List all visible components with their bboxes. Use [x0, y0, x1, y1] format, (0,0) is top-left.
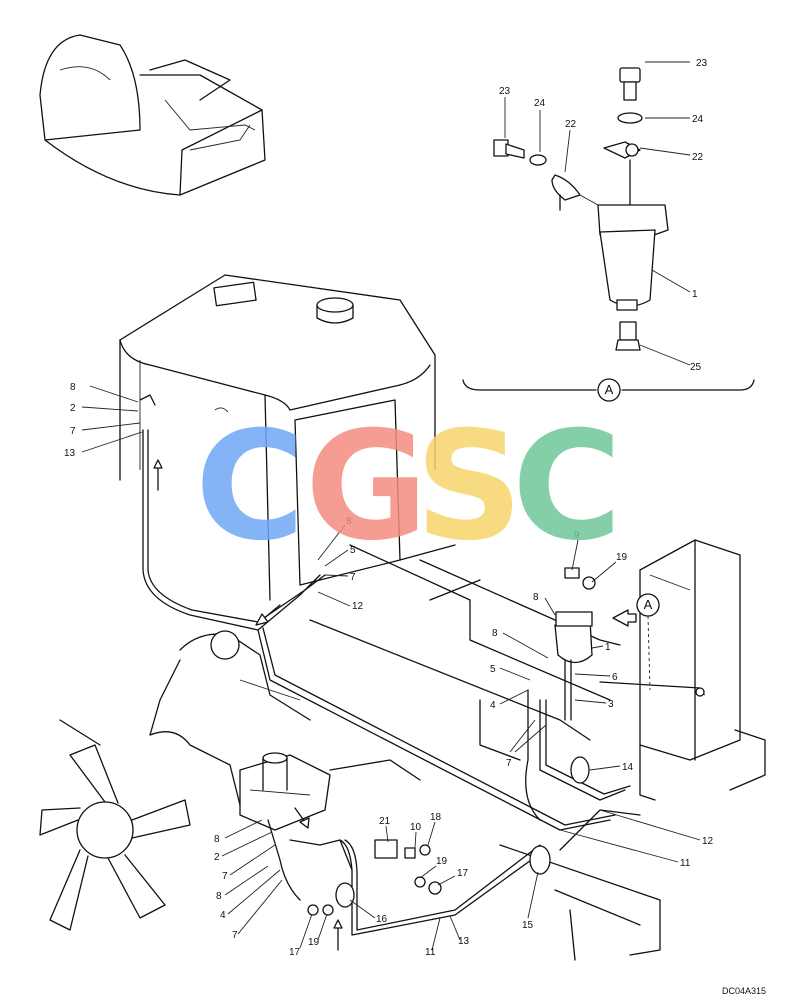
- callout-8-tank-outlet: 8: [346, 516, 352, 527]
- callout-7-pump-lower: 7: [232, 930, 238, 941]
- callout-9: 9: [574, 530, 580, 541]
- callout-25-detail: 25: [690, 362, 702, 373]
- cooling-fan: [39, 719, 191, 931]
- callout-15: 15: [522, 920, 534, 931]
- callout-22-left: 22: [565, 119, 577, 130]
- detail-a-filter: [493, 67, 669, 351]
- callout-11-frame: 11: [680, 858, 691, 869]
- callout-8-tank: 8: [70, 382, 76, 393]
- watermark-logo: C G S C: [195, 400, 622, 574]
- hose-clamps: [307, 756, 590, 916]
- callout-7-tank: 7: [70, 426, 76, 437]
- callout-22-top-right: 22: [692, 152, 704, 163]
- callout-24-left: 24: [534, 98, 546, 109]
- drawing-code: DC04A315: [722, 986, 766, 996]
- callout-13-tank: 13: [64, 448, 76, 459]
- callout-23-left: 23: [499, 86, 511, 97]
- callout-7-pump: 7: [222, 871, 228, 882]
- frame-fuel-filter: [554, 567, 705, 721]
- frame-chassis: [309, 544, 661, 961]
- callout-5-filter: 5: [490, 664, 496, 675]
- leader-lines: [81, 61, 701, 951]
- callouts-pump: 8 2 7 8 4 7 21 10 18 19 17 16 17 19 11 1…: [214, 812, 534, 958]
- callout-8-filter-top: 8: [533, 592, 539, 603]
- watermark-letter-s: S: [415, 400, 523, 574]
- watermark-letter-c2: C: [512, 400, 622, 574]
- flow-arrows: [153, 459, 637, 951]
- callout-11-lower: 11: [425, 947, 436, 958]
- callout-10: 10: [410, 822, 422, 833]
- callout-24-top-right: 24: [692, 114, 704, 125]
- callout-13-lower: 13: [458, 936, 470, 947]
- side-panel: [639, 539, 766, 801]
- detail-a-label: A: [605, 382, 614, 397]
- callout-23-top-right: 23: [696, 58, 708, 69]
- callout-18: 18: [430, 812, 442, 823]
- callout-3-filter: 3: [608, 699, 614, 710]
- watermark-letter-c1: C: [195, 400, 305, 574]
- injection-pump: [239, 752, 331, 831]
- callout-14: 14: [622, 762, 634, 773]
- callouts-tank: 8 2 7 13 8 5 7 12: [64, 382, 364, 612]
- callouts-detail-a: 23 24 22 23 24 22 1 25: [499, 58, 708, 373]
- callout-8-pump-lower: 8: [216, 891, 222, 902]
- callout-2-tank: 2: [70, 403, 76, 414]
- callout-2-pump: 2: [214, 852, 220, 863]
- callout-4-pump: 4: [220, 910, 226, 921]
- callout-19-filter: 19: [616, 552, 628, 563]
- callout-8-filter: 8: [492, 628, 498, 639]
- callout-21: 21: [379, 816, 391, 827]
- callout-1-filter: 1: [605, 642, 611, 653]
- callout-12-tank-outlet: 12: [352, 601, 364, 612]
- callout-4-filter: 4: [490, 700, 496, 711]
- callout-6-filter: 6: [612, 672, 618, 683]
- callout-16: 16: [376, 914, 388, 925]
- callout-19-clamp: 19: [436, 856, 448, 867]
- engine-block: [149, 630, 421, 806]
- callout-17-clamp: 17: [457, 868, 469, 879]
- callout-17-lower: 17: [289, 947, 301, 958]
- machine-overview-sketch: [39, 34, 266, 196]
- detail-a-reference-label: A: [644, 597, 653, 612]
- callout-5-tank-outlet: 5: [350, 545, 356, 556]
- detail-a-bracket: A A: [462, 378, 755, 691]
- callout-12-frame: 12: [702, 836, 714, 847]
- callout-19-lower: 19: [308, 937, 320, 948]
- watermark-letter-g: G: [305, 400, 428, 574]
- callout-8-pump: 8: [214, 834, 220, 845]
- callouts-frame-filter: 9 19 8 8 1 5 6 4 3 7 14 12 11: [490, 530, 714, 869]
- callout-1-detail: 1: [692, 289, 698, 300]
- callout-7-filter: 7: [506, 758, 512, 769]
- callout-7-tank-outlet: 7: [350, 572, 356, 583]
